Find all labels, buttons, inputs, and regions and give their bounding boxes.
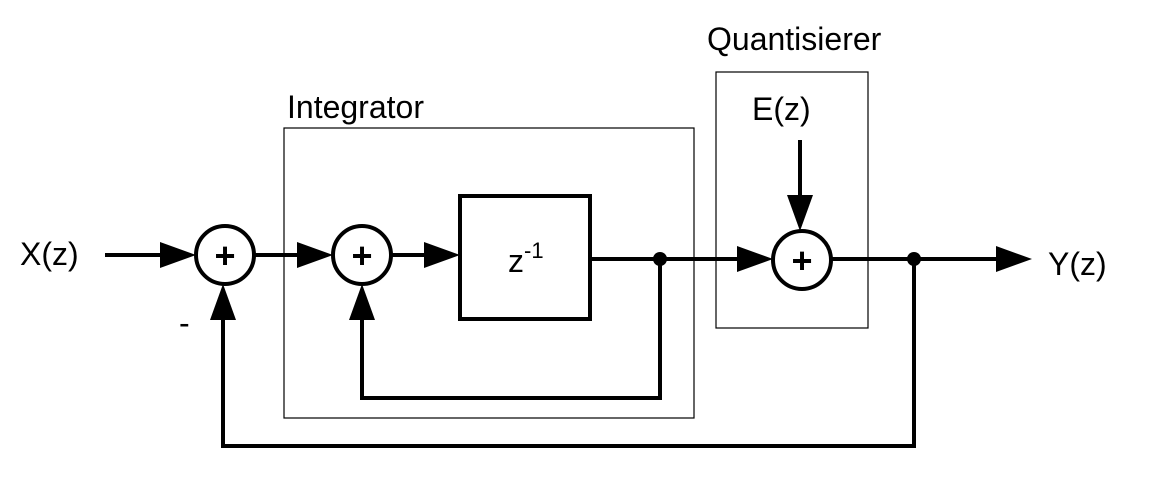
input-summing-sign: + bbox=[214, 235, 235, 276]
integrator-feedback-line bbox=[360, 259, 662, 400]
integrator-box bbox=[283, 127, 695, 419]
integrator-label: Integrator bbox=[287, 89, 424, 125]
delay-block-label: z-1 bbox=[508, 238, 544, 279]
feedback-sign-label: - bbox=[179, 305, 190, 341]
integrator-summing-sign: + bbox=[351, 235, 372, 276]
quantizer-summing-sign: + bbox=[791, 240, 812, 281]
error-input-label: E(z) bbox=[752, 91, 811, 127]
quantizer-label: Quantisierer bbox=[707, 21, 882, 57]
quantizer-box bbox=[715, 71, 869, 329]
integrator-feedback-arrowhead bbox=[349, 284, 375, 320]
outer-feedback-arrowhead bbox=[210, 284, 236, 320]
sum1-to-sum2-arrowhead bbox=[297, 242, 333, 268]
input-summing-junction: + bbox=[194, 224, 256, 286]
input-arrowhead bbox=[160, 242, 196, 268]
output-label: Y(z) bbox=[1048, 246, 1107, 282]
sum2-to-delay-arrowhead bbox=[424, 242, 460, 268]
quantizer-summing-junction: + bbox=[771, 229, 833, 291]
input-label: X(z) bbox=[20, 236, 79, 272]
delay-to-quantizer-arrowhead bbox=[737, 246, 773, 272]
error-input-arrowhead bbox=[787, 195, 813, 231]
integrator-branch-node bbox=[653, 252, 667, 266]
outer-feedback-line bbox=[221, 259, 916, 448]
delay-base: z bbox=[508, 243, 524, 279]
output-arrowhead bbox=[996, 246, 1032, 272]
integrator-summing-junction: + bbox=[331, 224, 393, 286]
delay-exponent: -1 bbox=[524, 238, 544, 263]
